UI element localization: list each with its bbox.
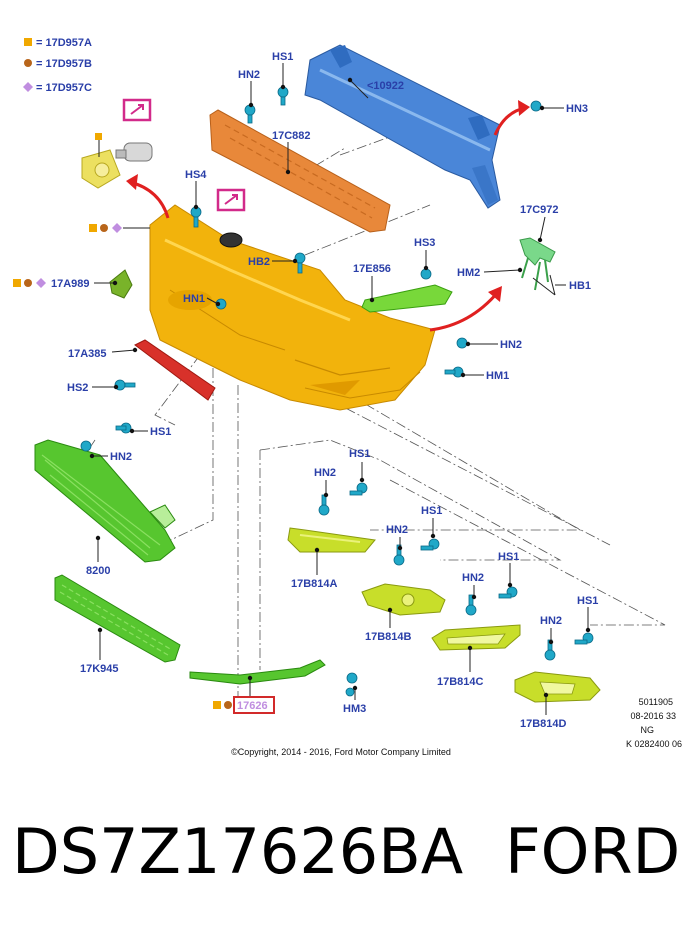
label-hn3[interactable]: HN3 <box>566 103 588 115</box>
clip-fastener-icon <box>80 86 594 697</box>
label-hn2-top[interactable]: HN2 <box>238 69 260 81</box>
label-hn2-d[interactable]: HN2 <box>540 615 562 627</box>
legend-circle-marker <box>24 59 32 67</box>
label-hs2[interactable]: HS2 <box>67 382 88 394</box>
label-bezel-c[interactable]: 17B814C <box>437 676 484 688</box>
fog-bezel-a-part[interactable] <box>287 527 376 553</box>
parking-sensor-assembly[interactable] <box>81 142 153 189</box>
part-labels: HN2 HS1 <10922 HN3 17C882 HS4 17C972 HB2… <box>51 51 598 730</box>
label-hs3[interactable]: HS3 <box>414 237 435 249</box>
label-hb2[interactable]: HB2 <box>248 256 270 268</box>
label-bezel-b[interactable]: 17B814B <box>365 631 412 643</box>
label-hs1-grille[interactable]: HS1 <box>150 426 171 438</box>
label-bezel-a[interactable]: 17B814A <box>291 578 338 590</box>
ford-emblem[interactable] <box>219 232 243 248</box>
copyright-text: ©Copyright, 2014 - 2016, Ford Motor Comp… <box>231 747 451 757</box>
label-hn2-c[interactable]: HN2 <box>462 572 484 584</box>
label-grille[interactable]: 8200 <box>86 565 110 577</box>
label-hs1-c[interactable]: HS1 <box>498 551 519 563</box>
external-link-icon[interactable] <box>216 188 246 212</box>
legend-item-c: = 17D957C <box>36 82 92 94</box>
label-hn2-r[interactable]: HN2 <box>500 339 522 351</box>
part-number: DS7Z17626BA <box>12 815 463 888</box>
reflector-strip-part[interactable] <box>361 284 453 313</box>
sensor-bracket-part[interactable] <box>109 269 133 299</box>
label-bezel-d[interactable]: 17B814D <box>520 718 567 730</box>
ref-date: 08-2016 33 <box>630 711 676 721</box>
upper-grille-part[interactable] <box>34 439 176 563</box>
ref-k-number: K 0282400 06 <box>626 739 682 749</box>
legend-item-b: = 17D957B <box>36 58 92 70</box>
label-hn1[interactable]: HN1 <box>183 293 205 305</box>
label-lower-grille[interactable]: 17K945 <box>80 663 119 675</box>
label-hm1[interactable]: HM1 <box>486 370 509 382</box>
external-link-icon[interactable] <box>122 98 152 122</box>
direction-arrows <box>126 100 530 332</box>
label-hs1-d[interactable]: HS1 <box>577 595 598 607</box>
lower-grille-part[interactable] <box>54 574 181 663</box>
legend-square-marker <box>95 133 102 140</box>
legend-square-marker <box>24 38 32 46</box>
ref-number: 5011905 <box>639 697 673 707</box>
legend-diamond-marker <box>23 82 33 92</box>
label-hs1-top[interactable]: HS1 <box>272 51 293 63</box>
label-bracket-r[interactable]: 17C972 <box>520 204 559 216</box>
label-hs1-b[interactable]: HS1 <box>421 505 442 517</box>
label-hn2-grille[interactable]: HN2 <box>110 451 132 463</box>
fog-bezel-c-part[interactable] <box>431 624 521 651</box>
bumper-cover[interactable] <box>149 204 436 411</box>
leader-lines <box>92 63 589 715</box>
label-valance[interactable]: 17A385 <box>68 348 107 360</box>
label-hn2-a[interactable]: HN2 <box>314 467 336 479</box>
legend: = 17D957A = 17D957B = 17D957C <box>23 37 92 94</box>
label-molding[interactable]: 17626 <box>237 700 268 712</box>
label-hs4[interactable]: HS4 <box>185 169 207 181</box>
lower-molding-part[interactable] <box>189 659 326 685</box>
brand-name: FORD <box>505 815 680 888</box>
label-hm2[interactable]: HM2 <box>457 267 480 279</box>
bumper-beam[interactable] <box>304 44 501 209</box>
legend-item-a: = 17D957A <box>36 37 92 49</box>
label-beam[interactable]: <10922 <box>367 80 404 92</box>
fog-bezel-b-part[interactable] <box>361 583 446 616</box>
label-absorber[interactable]: 17C882 <box>272 130 311 142</box>
fog-bezel-d-part[interactable] <box>514 671 601 703</box>
label-hm3[interactable]: HM3 <box>343 703 366 715</box>
label-sensor-bracket[interactable]: 17A989 <box>51 278 90 290</box>
label-hs1-a[interactable]: HS1 <box>349 448 370 460</box>
energy-absorber[interactable] <box>209 109 391 233</box>
ref-code: NG <box>641 725 655 735</box>
valance-part[interactable] <box>134 339 216 401</box>
callout-markers <box>13 223 275 714</box>
leader-dots <box>89 77 591 698</box>
label-strip[interactable]: 17E856 <box>353 263 391 275</box>
document-meta: 5011905 08-2016 33 NG K 0282400 06 ©Copy… <box>231 697 682 757</box>
side-bracket-part[interactable] <box>519 237 556 291</box>
label-hb1[interactable]: HB1 <box>569 280 591 292</box>
label-hn2-b[interactable]: HN2 <box>386 524 408 536</box>
